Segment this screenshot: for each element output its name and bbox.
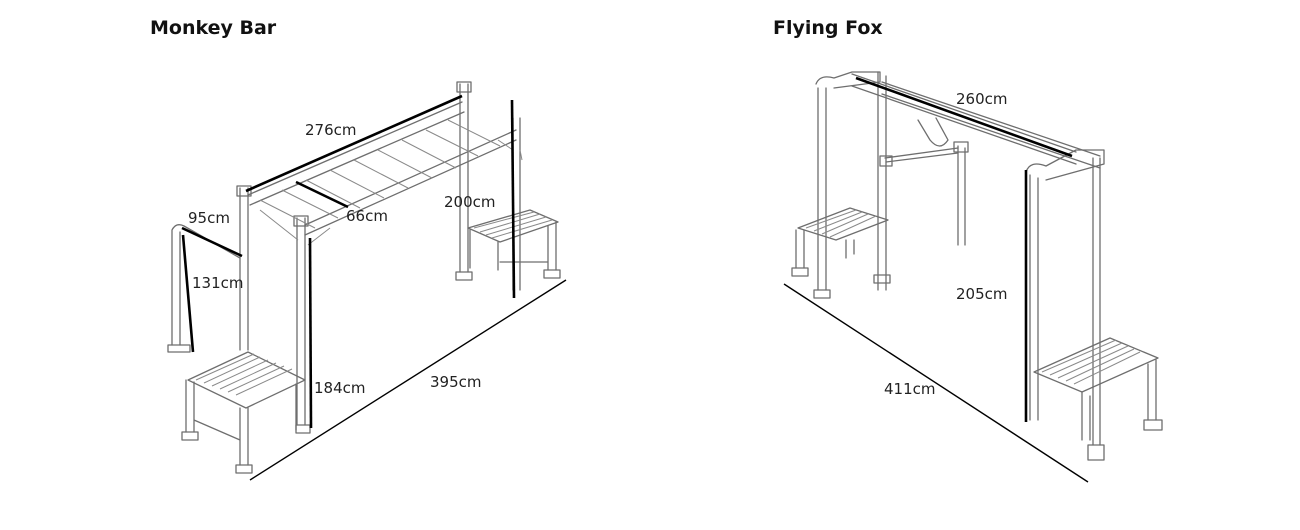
label-131cm: 131cm bbox=[192, 274, 244, 292]
label-276cm: 276cm bbox=[305, 121, 357, 139]
flying-fox-dimensions bbox=[783, 76, 1089, 483]
dim-line-276 bbox=[245, 94, 463, 193]
dim-line-131 bbox=[181, 234, 195, 353]
dim-line-260 bbox=[855, 76, 1073, 158]
monkey-bar-title: Monkey Bar bbox=[150, 17, 277, 39]
label-395cm: 395cm bbox=[430, 373, 482, 391]
flying-fox-drawing bbox=[791, 71, 1163, 461]
dim-line-395 bbox=[249, 279, 567, 481]
label-260cm: 260cm bbox=[956, 90, 1008, 108]
dim-line-66 bbox=[295, 180, 349, 209]
flying-fox-title: Flying Fox bbox=[773, 17, 883, 39]
label-411cm: 411cm bbox=[884, 380, 936, 398]
label-205cm: 205cm bbox=[956, 285, 1008, 303]
label-184cm: 184cm bbox=[314, 379, 366, 397]
label-66cm: 66cm bbox=[346, 207, 388, 225]
monkey-bar-dimensions bbox=[181, 94, 567, 481]
label-95cm: 95cm bbox=[188, 209, 230, 227]
label-200cm: 200cm bbox=[444, 193, 496, 211]
dim-line-95 bbox=[181, 226, 243, 258]
dim-line-411 bbox=[783, 283, 1089, 483]
monkey-bar-drawing bbox=[167, 81, 561, 474]
dim-line-184 bbox=[308, 237, 313, 429]
dim-line-200 bbox=[510, 99, 516, 299]
